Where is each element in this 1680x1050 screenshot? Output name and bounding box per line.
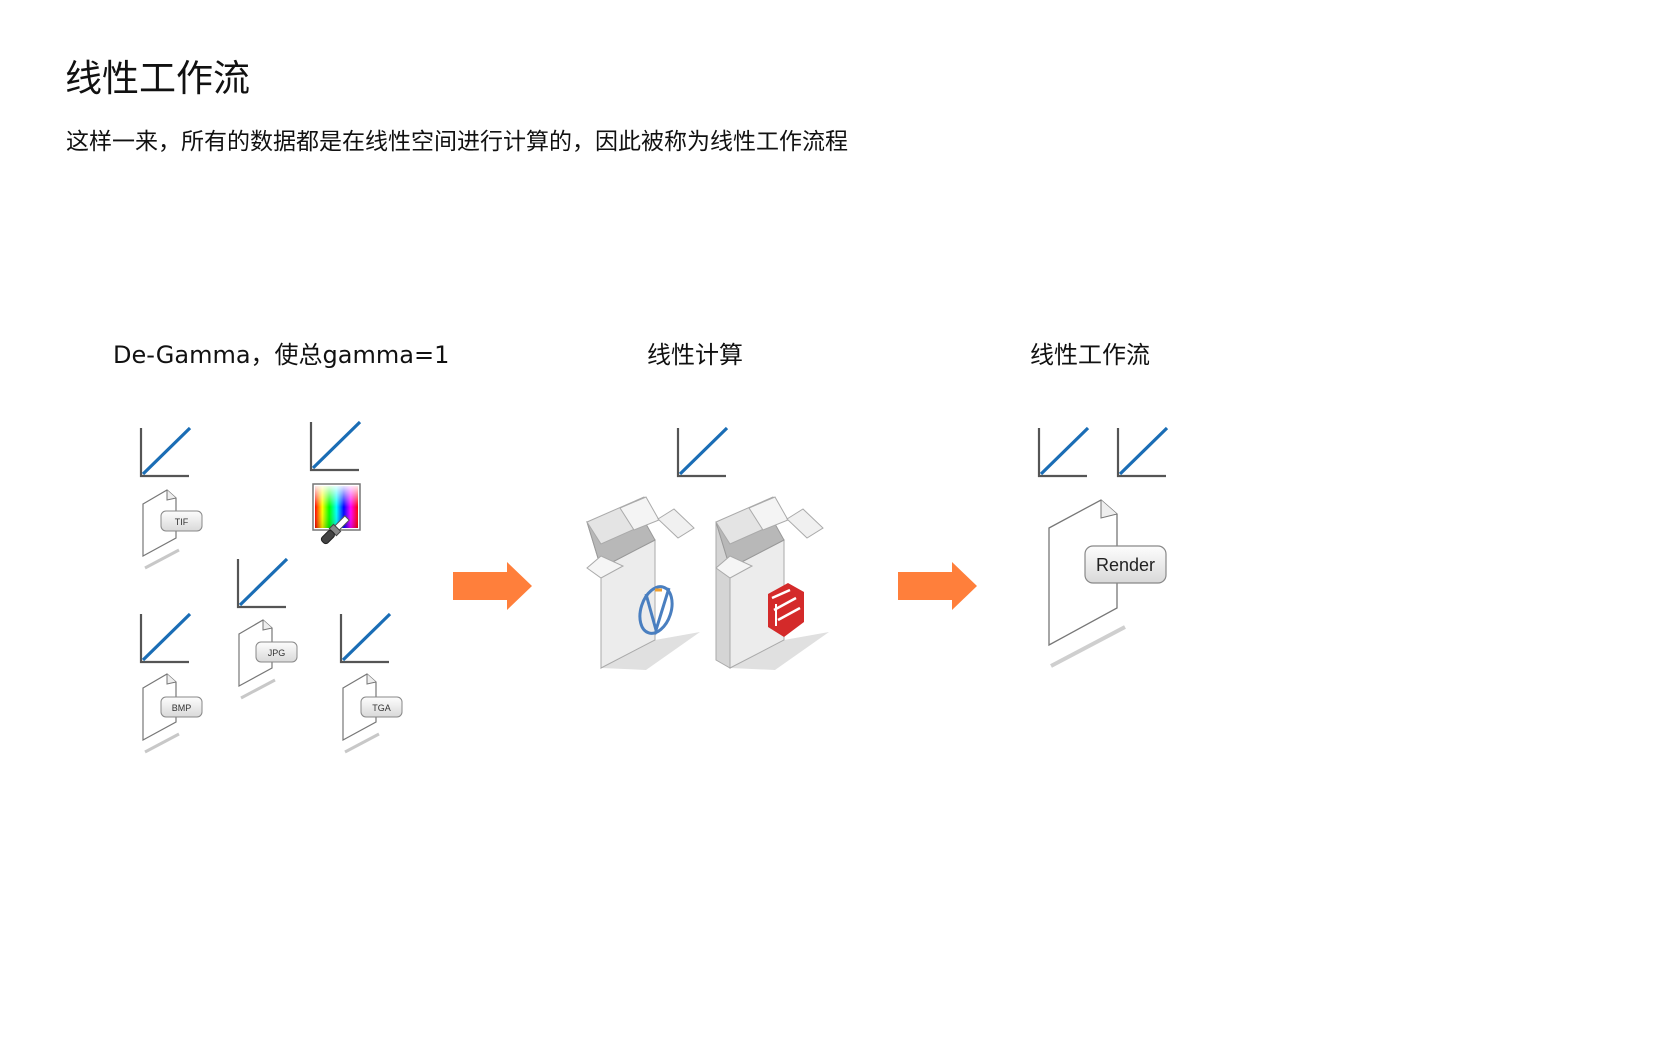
- file-tag-label: TIF: [175, 517, 189, 527]
- file-tag: TGA: [360, 696, 403, 718]
- arrow-right-icon: [898, 562, 977, 610]
- file-tag-label: JPG: [268, 648, 286, 658]
- file-icon: [142, 673, 180, 754]
- render-button-label: Render: [1096, 555, 1155, 575]
- linear-curve-icon: [139, 612, 192, 664]
- file-tag: TIF: [160, 510, 203, 532]
- linear-curve-icon: [236, 557, 289, 609]
- stage-label-linear-compute: 线性计算: [647, 341, 743, 369]
- file-icon: [342, 673, 380, 754]
- linear-curve-icon: [339, 612, 392, 664]
- color-picker-icon: [312, 483, 361, 545]
- sketchup-box-icon: [715, 496, 829, 670]
- page-subtitle: 这样一来，所有的数据都是在线性空间进行计算的，因此被称为线性工作流程: [66, 129, 848, 155]
- file-tag: BMP: [160, 696, 203, 718]
- linear-curve-icon: [1037, 426, 1090, 478]
- arrow-right-icon: [453, 562, 532, 610]
- vray-box-icon: [586, 496, 700, 670]
- linear-curve-icon: [676, 426, 729, 478]
- file-tag-label: BMP: [172, 703, 192, 713]
- file-icon: [142, 489, 180, 570]
- page-title: 线性工作流: [65, 57, 250, 100]
- file-icon: [1048, 499, 1126, 668]
- linear-curve-icon: [139, 426, 192, 478]
- linear-curve-icon: [309, 420, 362, 472]
- linear-curve-icon: [1116, 426, 1169, 478]
- file-tag-label: TGA: [372, 703, 391, 713]
- file-tag: JPG: [255, 641, 298, 663]
- stage-label-linear-workflow: 线性工作流: [1030, 341, 1150, 369]
- render-button[interactable]: Render: [1084, 545, 1167, 584]
- stage-label-degamma: De-Gamma，使总gamma=1: [113, 341, 450, 369]
